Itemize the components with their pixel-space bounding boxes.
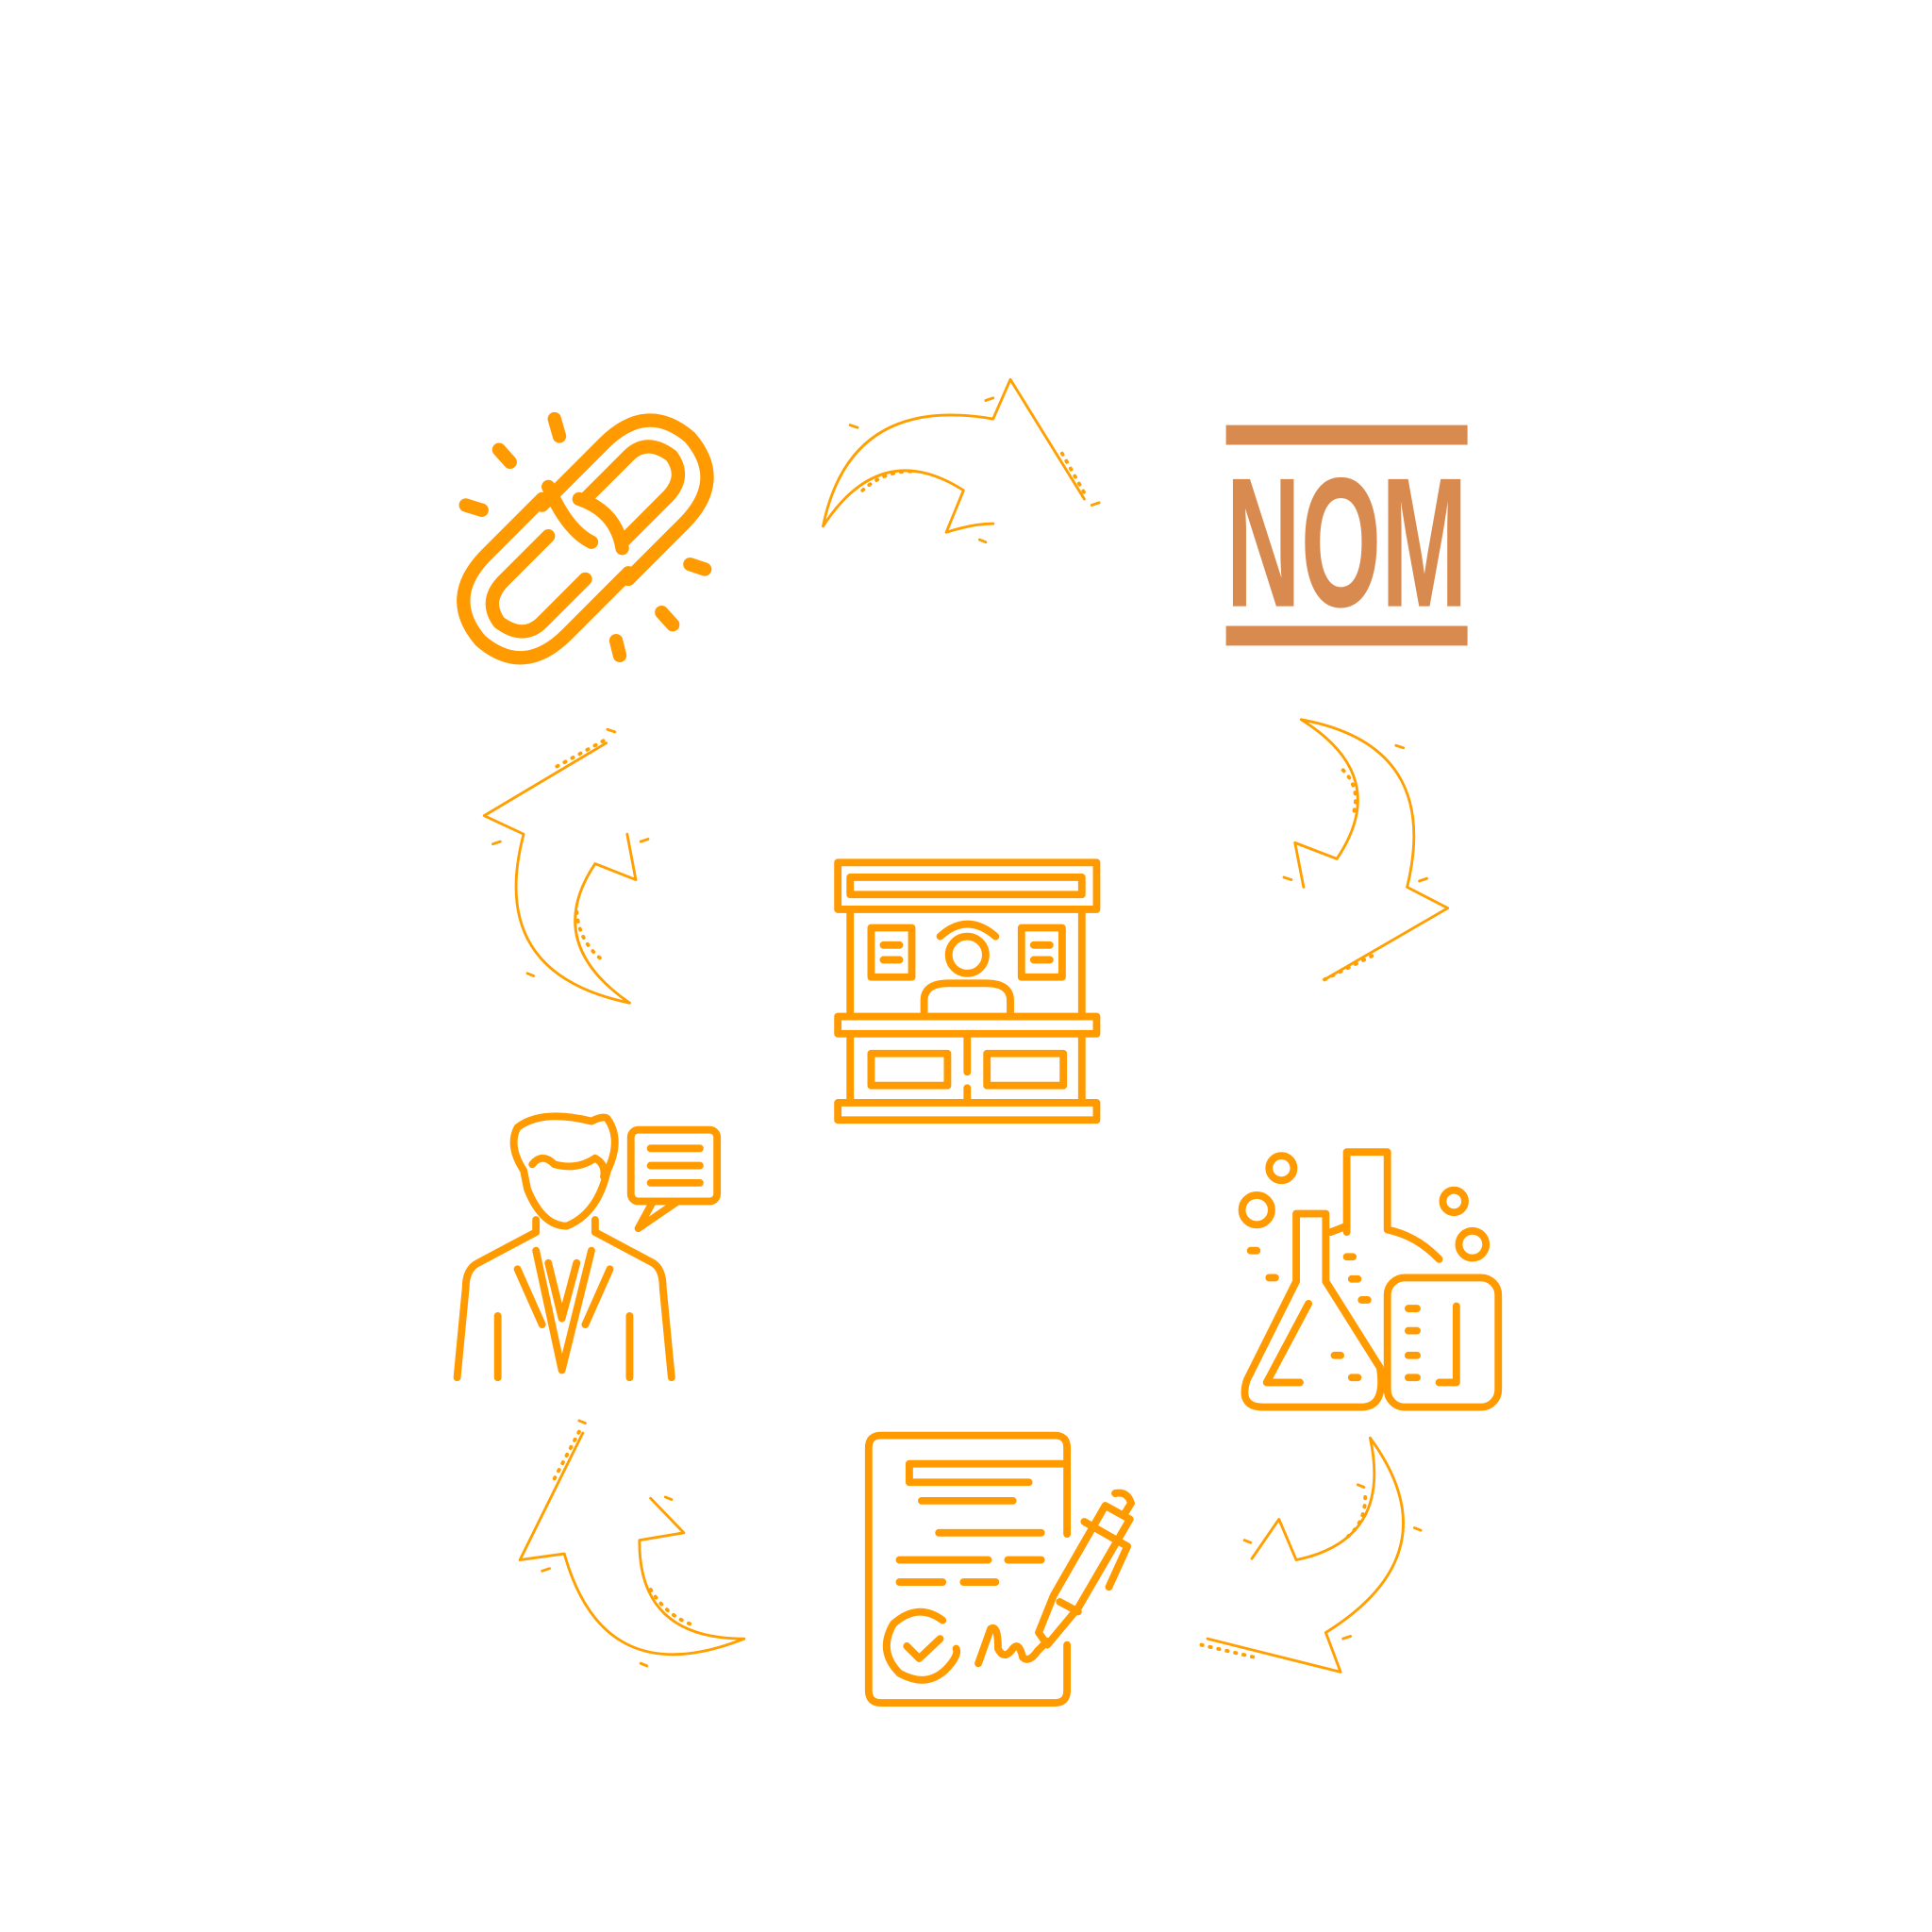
arrow-document-to-businessman [518,1419,746,1668]
nom-logo-text: NOM [1226,440,1468,646]
businessman-icon [453,1112,722,1382]
arrow-flask-to-document [1199,1436,1423,1674]
arrow-nom-to-flask [1282,718,1450,982]
arrow-chain-to-nom [822,377,1101,544]
arrow-businessman-to-chain [482,727,650,1005]
lab-flask-icon [1238,1148,1503,1411]
nom-logo: NOM [1225,425,1468,646]
kiosk-icon [834,858,1101,1124]
signed-document-icon [864,1431,1135,1707]
broken-chain-icon [457,411,714,665]
